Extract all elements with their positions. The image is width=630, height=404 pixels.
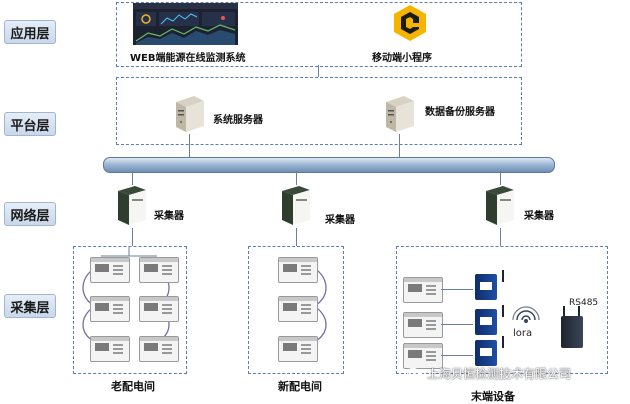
connector-line: [296, 228, 297, 246]
collector-label: 采集器: [325, 215, 355, 226]
watermark-text: 上海贝恒检测技术有限公司: [427, 367, 572, 381]
old-room-label: 老配电间: [111, 380, 155, 393]
server-icon: [172, 94, 206, 134]
layer-label-collection: 采集层: [4, 294, 56, 318]
antenna-icon: [502, 305, 504, 317]
power-meter-icon: [403, 343, 443, 369]
platform-layer-box: [116, 77, 522, 145]
connector-line: [500, 228, 501, 246]
terminal-box: [396, 246, 608, 374]
web-dashboard-thumbnail: [133, 3, 238, 45]
antenna-icon: [578, 306, 580, 316]
backup-server-label: 数据备份服务器: [425, 107, 495, 118]
power-meter-icon: [278, 257, 318, 283]
rs485-label: RS485: [569, 298, 599, 308]
application-layer-box: [116, 2, 522, 67]
layer-label-application: 应用层: [4, 20, 56, 44]
web-system-label: WEB端能源在线监测系统: [130, 53, 246, 64]
gateway-icon: [561, 316, 583, 348]
connector-line: [441, 355, 473, 356]
terminal-label: 末端设备: [471, 390, 515, 403]
antenna-icon: [502, 336, 504, 348]
connector-line: [132, 228, 133, 246]
connector-line: [500, 171, 501, 185]
antenna-icon: [563, 306, 565, 316]
power-meter-icon: [403, 312, 443, 338]
connector-line: [132, 171, 133, 185]
connector-line: [399, 134, 400, 157]
layer-label-network: 网络层: [4, 202, 56, 226]
system-server-label: 系统服务器: [213, 115, 263, 126]
power-meter-icon: [139, 336, 179, 362]
collector-icon: [483, 185, 517, 225]
old-room-box: [73, 246, 187, 374]
mobile-app-logo-icon: [393, 4, 427, 42]
network-bus: [103, 157, 555, 173]
collector-icon: [279, 185, 313, 225]
connector-line: [441, 289, 473, 290]
power-meter-icon: [403, 277, 443, 303]
power-meter-icon: [90, 257, 130, 283]
wireless-icon: [512, 306, 540, 323]
lora-node-icon: [475, 340, 497, 366]
mobile-app-label: 移动端小程序: [372, 53, 432, 64]
connector-line: [318, 65, 319, 77]
collector-icon: [115, 185, 149, 225]
lora-node-icon: [475, 274, 497, 300]
power-meter-icon: [278, 336, 318, 362]
collector-label: 采集器: [524, 211, 554, 222]
server-icon: [382, 94, 416, 134]
new-room-label: 新配电间: [278, 380, 322, 393]
power-meter-icon: [139, 296, 179, 322]
power-meter-icon: [278, 296, 318, 322]
connector-line: [296, 171, 297, 185]
new-room-box: [248, 246, 344, 374]
layer-label-platform: 平台层: [4, 112, 56, 136]
power-meter-icon: [90, 336, 130, 362]
lora-node-icon: [475, 309, 497, 335]
power-meter-icon: [139, 257, 179, 283]
connector-line: [189, 134, 190, 157]
power-meter-icon: [90, 296, 130, 322]
lora-label: lora: [513, 328, 533, 339]
connector-line: [441, 324, 473, 325]
collector-label: 采集器: [154, 211, 184, 222]
wechat-icon: [406, 366, 423, 380]
antenna-icon: [502, 270, 504, 282]
